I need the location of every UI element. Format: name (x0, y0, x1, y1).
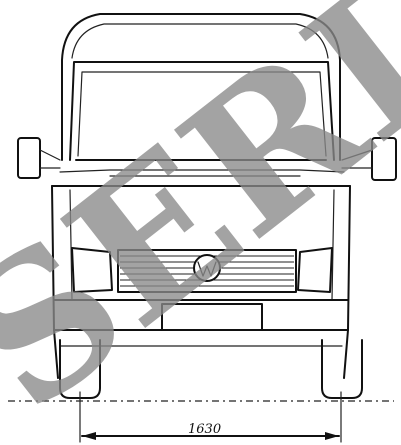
vw-emblem (193, 254, 221, 282)
left-mirror (17, 137, 61, 179)
roof-inner-line (71, 23, 329, 59)
left-headlight (71, 247, 113, 293)
right-wheel (321, 339, 363, 399)
body-left-inner (69, 189, 73, 301)
windshield-inner (77, 71, 327, 157)
grille-frame (117, 249, 297, 293)
right-headlight (297, 247, 333, 293)
dimension-arrow-left (82, 432, 96, 440)
windshield-frame (69, 61, 335, 161)
right-mirror (341, 137, 397, 181)
dimension-arrow-right (325, 432, 339, 440)
body-right-inner (331, 189, 335, 301)
license-plate (161, 303, 263, 331)
dimension-label: 1630 (188, 422, 221, 437)
cowl-line (59, 169, 345, 173)
cab-roof-outline (61, 13, 341, 161)
